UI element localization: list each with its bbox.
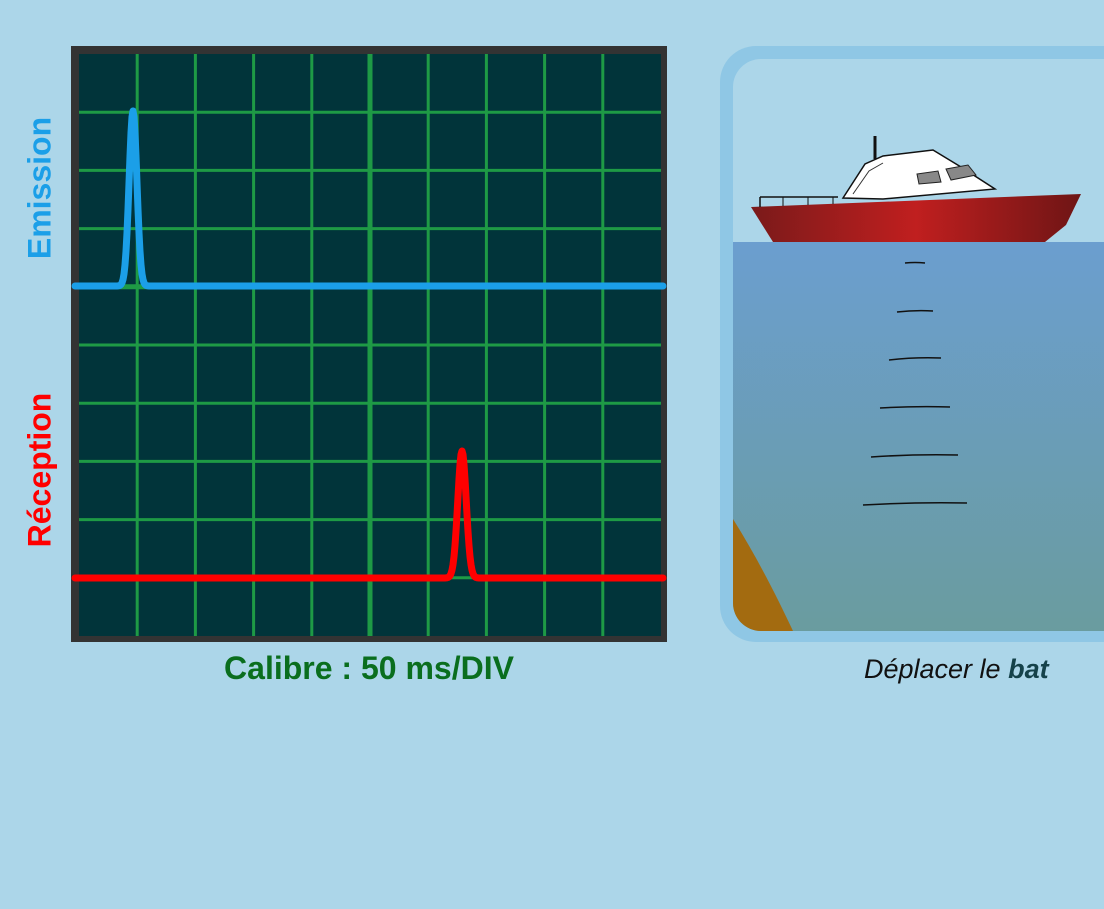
sonar-scene xyxy=(720,46,1104,646)
emission-trace xyxy=(71,107,667,290)
boat-icon[interactable] xyxy=(751,136,1081,242)
reception-trace xyxy=(71,447,667,582)
water xyxy=(733,242,1104,631)
emission-label: Emission xyxy=(21,116,58,260)
sonar-wave-icon xyxy=(862,261,968,506)
instruction-prefix: Déplacer le xyxy=(864,654,1009,684)
reception-label: Réception xyxy=(21,392,58,548)
scene-frame xyxy=(720,46,1104,642)
seabed xyxy=(733,519,793,631)
scene-viewport xyxy=(733,59,1104,631)
instruction-target: bat xyxy=(1008,654,1049,684)
instruction-text: Déplacer le bat xyxy=(864,654,1049,685)
oscilloscope-screen xyxy=(71,46,667,642)
calibre-label: Calibre : 50 ms/DIV xyxy=(224,650,514,686)
